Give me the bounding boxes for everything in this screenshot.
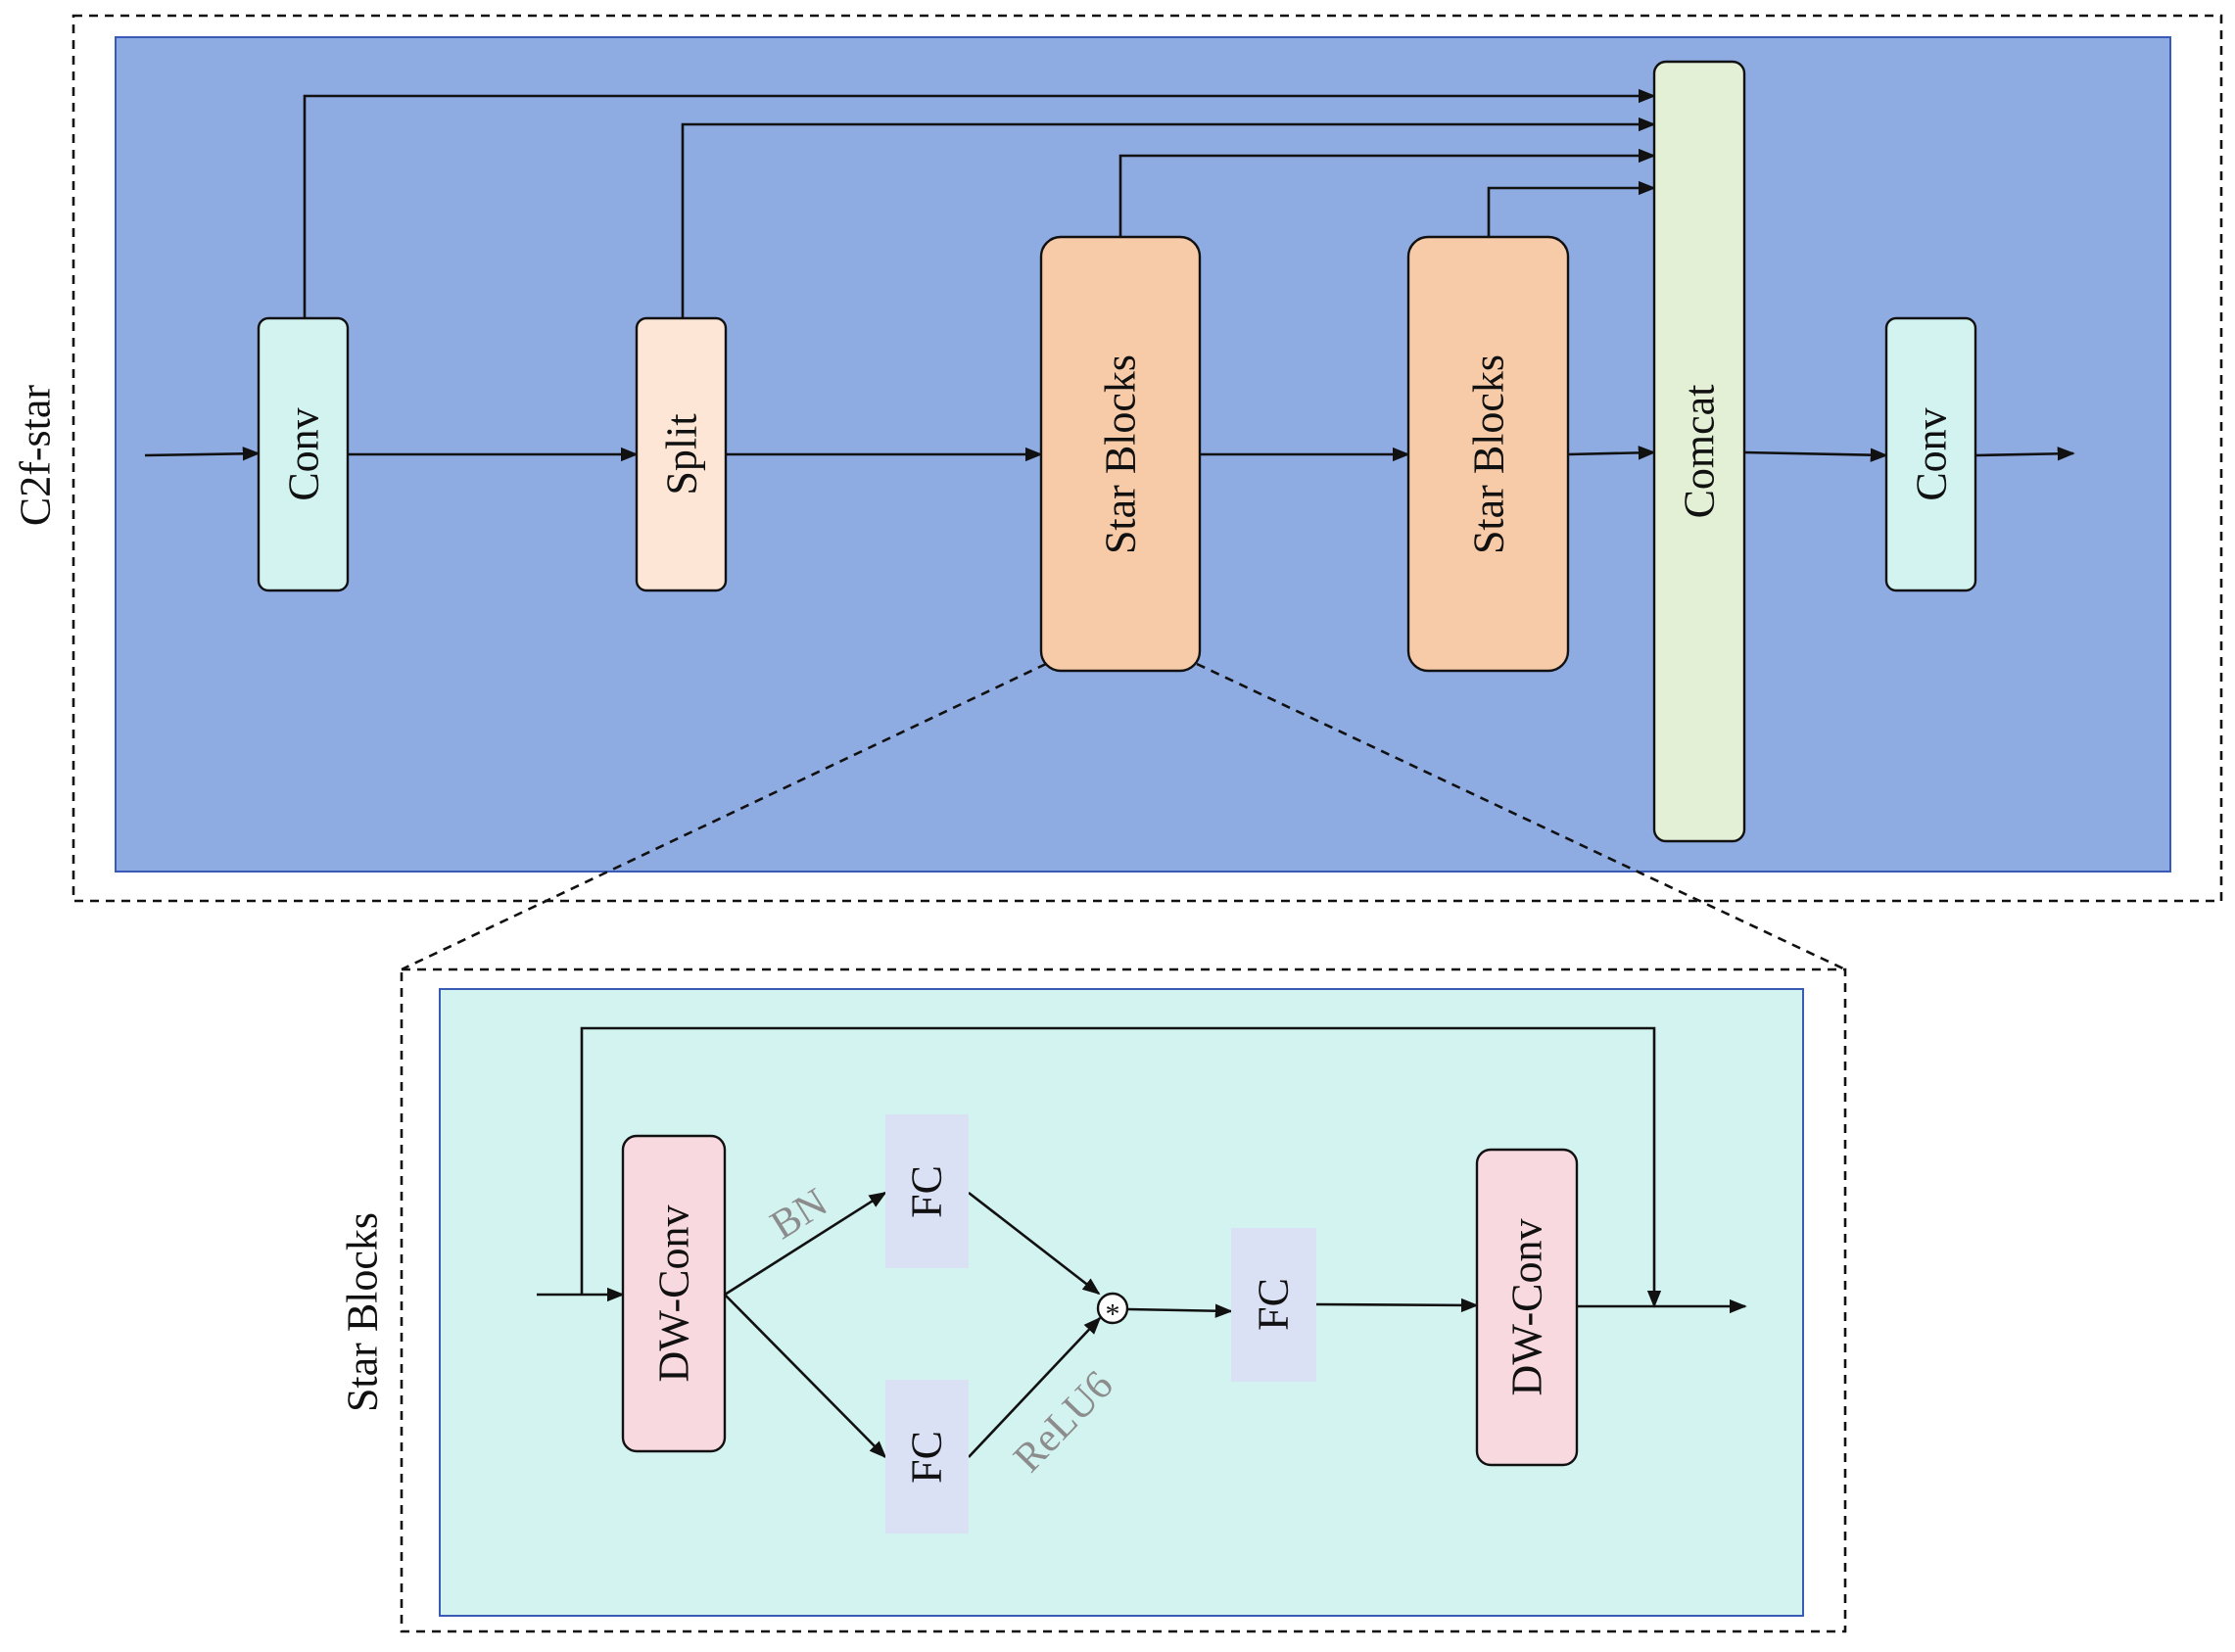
conv-out-label: Conv [1908,407,1956,500]
arrow-fc-mid-to-dwconv [1315,1298,1479,1313]
arrow-fc-top-to-multiply [968,1191,1101,1296]
split-label: Split [658,413,706,495]
star-blocks-1-label: Star Blocks [1097,354,1145,554]
fc-top-label: FC [903,1165,951,1218]
split-block: Split [635,316,728,592]
arrow-dwconv-to-fc-bottom [724,1294,887,1459]
dwconv-in-block: DW-Conv [621,1134,727,1453]
residual-connection [580,1026,1662,1308]
conv-in-block: Conv [257,316,350,592]
dwconv-out-label: DW-Conv [1503,1219,1551,1396]
arrow-dwconv-to-fc-top [724,1191,887,1297]
multiply-operator: * [1096,1292,1129,1331]
fc-mid-block: FC [1231,1228,1316,1382]
concat-label: Comcat [1676,385,1724,519]
concat-block: Comcat [1652,60,1746,843]
conv-out-block: Conv [1884,316,1977,592]
zoom-line-right [1196,662,1846,971]
skip-starblocks1-to-concat [1118,148,1656,237]
bottom-section-frame [400,968,1847,1633]
bottom-section-label: Star Blocks [339,1212,387,1412]
arrow-conv-output [1974,447,2075,461]
arrow-input-to-conv [144,447,261,461]
star-blocks-2-label: Star Blocks [1465,354,1513,554]
multiply-symbol: * [1106,1298,1120,1331]
fc-mid-label: FC [1250,1278,1298,1331]
skip-starblocks2-to-concat [1487,180,1656,237]
fc-bottom-label: FC [903,1431,951,1484]
star-blocks-2-block: Star Blocks [1406,235,1570,673]
conv-in-label: Conv [280,407,328,500]
arrow-starblocks2-to-concat [1567,446,1656,460]
dwconv-out-block: DW-Conv [1475,1148,1579,1467]
arrow-multiply-to-fc-mid [1127,1303,1233,1318]
fc-bottom-block: FC [885,1380,969,1534]
top-section-label: C2f-star [12,385,60,527]
fc-top-block: FC [885,1114,969,1268]
arrow-fc-bottom-to-multiply [968,1316,1102,1458]
star-blocks-1-block: Star Blocks [1039,235,1202,673]
skip-split-to-concat [681,117,1656,318]
skip-conv-to-concat [303,88,1656,318]
arrow-concat-to-conv [1743,448,1888,462]
dwconv-in-label: DW-Conv [650,1205,698,1383]
top-section-frame [71,14,2223,903]
